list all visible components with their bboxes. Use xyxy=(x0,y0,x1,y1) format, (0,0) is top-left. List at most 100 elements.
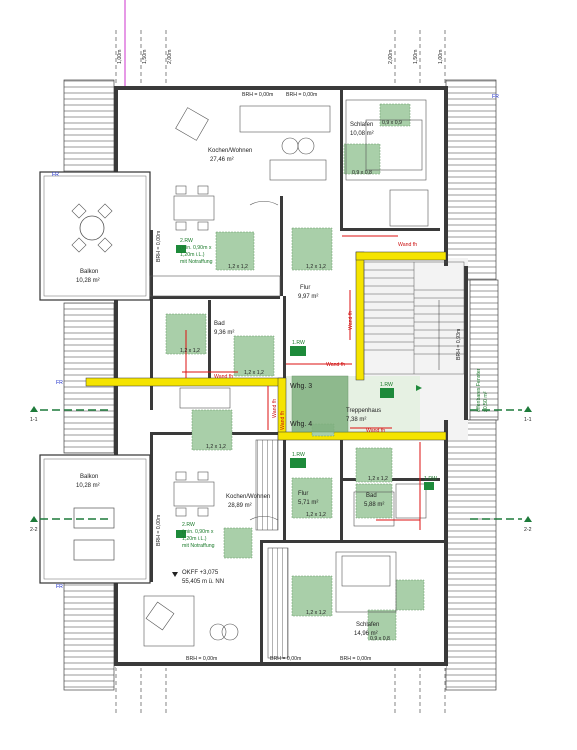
brh-label: BRH = 0,00m xyxy=(270,656,301,662)
room-name: Kochen/Wohnen xyxy=(226,494,270,500)
wand-label: Wand fh xyxy=(366,428,385,434)
fr-label: FR xyxy=(492,94,499,100)
rw-text: (min. 0,90m x xyxy=(180,245,212,251)
room-name: Flur xyxy=(300,285,310,291)
exit-sign xyxy=(290,346,306,356)
rw-text: 1,20m i.L.) xyxy=(182,536,207,542)
exit-arrow-icon xyxy=(416,385,422,391)
wand-label: Wand fh xyxy=(280,411,286,430)
rw-label: 2.RW xyxy=(180,238,193,244)
zone-label: 1,2 x 1,2 xyxy=(228,264,248,270)
wand-label: Wand fh xyxy=(326,362,345,368)
room-area: 5,88 m² xyxy=(364,502,384,508)
zone-label: 0,9 x 0,8 xyxy=(370,636,390,642)
brh-label: BRH = 0,00m xyxy=(186,656,217,662)
room-labels: Kochen/Wohnen 27,46 m² Schlafen 10,08 m²… xyxy=(76,122,384,637)
zone-label: 1,2 x 1,2 xyxy=(368,476,388,482)
room-area: 9,97 m² xyxy=(298,294,318,300)
dim-label: 1,50m xyxy=(413,50,419,64)
room-area: 27,46 m² xyxy=(210,157,234,163)
exit-sign xyxy=(380,388,394,398)
level-marker: OKFF +3,075 55,405 m ü. NN xyxy=(172,570,224,585)
section-labels: 1-1 1-1 2-2 2-2 xyxy=(30,417,532,533)
zone-label: 0,9 x 0,8 xyxy=(352,170,372,176)
fr-label: FR xyxy=(56,380,63,386)
unit-labels: Whg. 3 Whg. 4 xyxy=(290,383,312,428)
fr-marks: FR FR FR FR xyxy=(52,94,499,590)
zone-label: 1,2 x 1,2 xyxy=(306,512,326,518)
nn-label: 55,405 m ü. NN xyxy=(182,579,224,585)
fr-label: FR xyxy=(52,172,59,178)
dim-label: 1,00m xyxy=(117,50,123,64)
section-triangle-icon xyxy=(524,516,532,522)
rw-text: 1,20m i.L.) xyxy=(180,252,205,258)
zone-label: 1,2 x 1,2 xyxy=(306,264,326,270)
room-name: Balkon xyxy=(80,474,98,480)
brh-label: BRH = 0,00m xyxy=(242,92,273,98)
room-name: Kochen/Wohnen xyxy=(208,148,252,154)
dimension-labels-top: 1,00m 1,50m 2,00m 2,00m 1,50m 1,00m xyxy=(117,50,444,64)
rw-label: 1.RW xyxy=(380,382,393,388)
section-label: 2-2 xyxy=(30,527,38,533)
brh-label: BRH = 0,00m xyxy=(286,92,317,98)
room-area: 10,08 m² xyxy=(350,131,374,137)
fenster-label: ≥0,50 m² xyxy=(483,391,489,412)
fr-label: FR xyxy=(56,584,63,590)
room-area: 7,38 m² xyxy=(346,417,366,423)
room-area: 9,36 m² xyxy=(214,330,234,336)
dim-label: 2,00m xyxy=(167,50,173,64)
room-name: Treppenhaus xyxy=(346,408,381,414)
room-name: Bad xyxy=(214,321,225,327)
room-name: Schlafen xyxy=(356,622,379,628)
section-label: 2-2 xyxy=(524,527,532,533)
brh-labels: BRH = 0,00m BRH = 0,00m BRH = 0,00m BRH … xyxy=(156,92,462,662)
section-triangle-icon xyxy=(30,516,38,522)
brh-label: BRH = 0,00m xyxy=(156,231,162,262)
brh-label: BRH = 0,00m xyxy=(340,656,371,662)
room-area: 5,71 m² xyxy=(298,500,318,506)
fenster-label: öffenbares Fenster xyxy=(476,368,482,412)
rw-text: (min. 0,90m x xyxy=(182,529,214,535)
furniture xyxy=(143,99,429,659)
zone-label: 0,9 x 0,9 xyxy=(382,120,402,126)
fire-lines xyxy=(182,235,421,530)
okff-label: OKFF +3,075 xyxy=(182,570,219,576)
rw-label: 1.RW xyxy=(424,476,437,482)
dim-label: 1,00m xyxy=(438,50,444,64)
room-area: 14,96 m² xyxy=(354,631,378,637)
section-label: 1-1 xyxy=(30,417,38,423)
rw-label: 2.RW xyxy=(182,522,195,528)
section-triangle-icon xyxy=(30,406,38,412)
roof-area xyxy=(63,79,499,691)
window-note: öffenbares Fenster ≥0,50 m² xyxy=(476,368,489,412)
wand-label: Wand fh xyxy=(398,242,417,248)
room-area: 10,28 m² xyxy=(76,483,100,489)
section-triangle-icon xyxy=(524,406,532,412)
rw-label: 1.RW xyxy=(292,452,305,458)
exit-sign xyxy=(424,482,434,490)
balcony-top xyxy=(39,171,151,301)
zone-label: 1,2 x 1,2 xyxy=(206,444,226,450)
zone-label: 1,2 x 1,2 xyxy=(180,348,200,354)
exit-signs xyxy=(176,245,434,538)
room-name: Bad xyxy=(366,493,377,499)
brh-label: BRH = 0,00m xyxy=(156,515,162,546)
wall-labels: Wand fh Wand fh Wand fh Wand fh Wand fh … xyxy=(214,242,417,434)
clearance-zones xyxy=(165,103,425,641)
room-area: 28,89 m² xyxy=(228,503,252,509)
wand-label: Wand fh xyxy=(272,399,278,418)
zone-label: 1,2 x 1,2 xyxy=(244,370,264,376)
rw-text: mit Notraffung xyxy=(182,543,215,549)
rw-label: 1.RW xyxy=(292,340,305,346)
exit-sign xyxy=(290,458,306,468)
dim-label: 2,00m xyxy=(388,50,394,64)
zone-labels: 1,2 x 1,2 1,2 x 1,2 1,2 x 1,2 1,2 x 1,2 … xyxy=(180,120,402,642)
staircase xyxy=(363,261,465,375)
dim-label: 1,50m xyxy=(142,50,148,64)
rw-text: mit Notraffung xyxy=(180,259,213,265)
room-name: Flur xyxy=(298,491,308,497)
room-name: Schlafen xyxy=(350,122,373,128)
wand-label: Wand fh xyxy=(348,311,354,330)
room-name: Balkon xyxy=(80,269,98,275)
unit-label: Whg. 4 xyxy=(290,421,312,428)
